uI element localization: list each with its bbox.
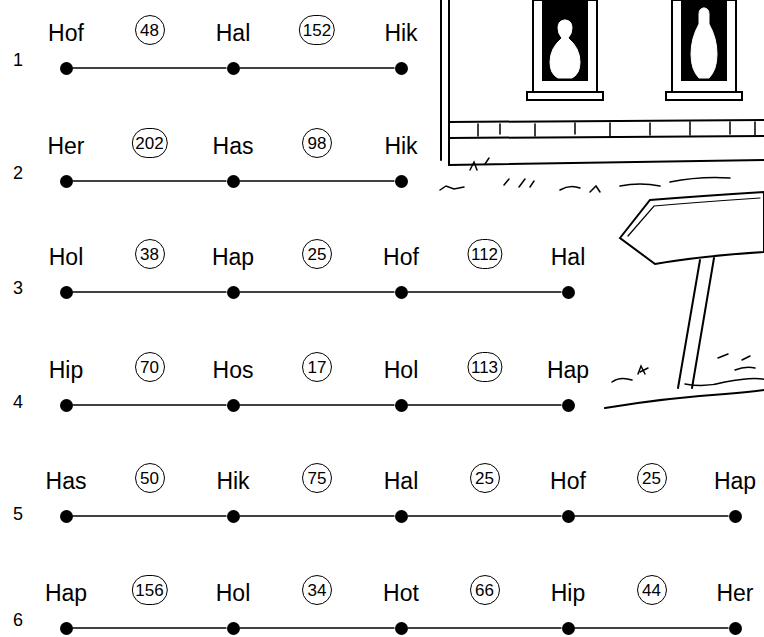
graph-edge bbox=[73, 67, 227, 69]
vertex-name: Hof bbox=[550, 468, 586, 494]
row-number: 4 bbox=[13, 392, 23, 412]
edge-weight: 70 bbox=[135, 352, 165, 382]
graph-vertex: Hos bbox=[227, 399, 240, 412]
vertex-name: Hap bbox=[45, 580, 87, 606]
edge-weight: 48 bbox=[135, 15, 165, 45]
edge-weight: 25 bbox=[470, 463, 500, 493]
row-number: 2 bbox=[13, 163, 23, 183]
graph-edge bbox=[73, 291, 227, 293]
graph-vertex: Has bbox=[227, 175, 240, 188]
edge-weight: 156 bbox=[131, 575, 167, 605]
graph-vertex: Hal bbox=[562, 286, 575, 299]
edge-weight: 66 bbox=[470, 575, 500, 605]
graph-vertex: Hot bbox=[395, 622, 408, 635]
graph-vertex: Her bbox=[60, 175, 73, 188]
signpost bbox=[605, 192, 764, 408]
graph-vertex: Hap bbox=[227, 286, 240, 299]
graph-vertex: Hap bbox=[729, 510, 742, 523]
vertex-name: Hof bbox=[48, 20, 84, 46]
vertex-name: Has bbox=[213, 133, 254, 159]
graph-edge bbox=[408, 404, 562, 406]
vertex-name: Hip bbox=[49, 357, 84, 383]
graph-vertex: Hap bbox=[562, 399, 575, 412]
vertex-name: Hap bbox=[212, 244, 254, 270]
vertex-name: Hal bbox=[384, 468, 419, 494]
graph-vertex: Hik bbox=[395, 62, 408, 75]
graph-vertex: Her bbox=[729, 622, 742, 635]
graph-vertex: Hap bbox=[60, 622, 73, 635]
row-number: 3 bbox=[13, 278, 23, 298]
vertex-name: Hos bbox=[213, 357, 254, 383]
graph-edge bbox=[575, 515, 729, 517]
vertex-name: Hol bbox=[49, 244, 84, 270]
graph-edge bbox=[240, 180, 395, 182]
graph-edge bbox=[408, 515, 562, 517]
vertex-name: Hik bbox=[384, 20, 417, 46]
graph-edge bbox=[240, 627, 395, 629]
edge-weight: 25 bbox=[302, 239, 332, 269]
graph-vertex: Hal bbox=[227, 62, 240, 75]
edge-weight: 113 bbox=[467, 352, 502, 382]
graph-edge bbox=[73, 404, 227, 406]
edge-weight: 75 bbox=[302, 463, 332, 493]
vertex-name: Has bbox=[46, 468, 87, 494]
graph-vertex: Hal bbox=[395, 510, 408, 523]
graph-vertex: Hof bbox=[395, 286, 408, 299]
vertex-name: Hol bbox=[216, 580, 251, 606]
vertex-name: Hap bbox=[714, 468, 756, 494]
graph-vertex: Hik bbox=[227, 510, 240, 523]
edge-weight: 98 bbox=[302, 128, 332, 158]
edge-weight: 34 bbox=[302, 575, 332, 605]
graph-vertex: Hol bbox=[395, 399, 408, 412]
edge-weight: 25 bbox=[637, 463, 667, 493]
graph-edge bbox=[73, 515, 227, 517]
vertex-name: Hof bbox=[383, 244, 419, 270]
vertex-name: Hot bbox=[383, 580, 419, 606]
graph-vertex: Hol bbox=[60, 286, 73, 299]
graph-edge bbox=[575, 627, 729, 629]
edge-weight: 38 bbox=[135, 239, 165, 269]
edge-weight: 17 bbox=[302, 352, 332, 382]
edge-weight: 50 bbox=[135, 463, 165, 493]
graph-edge bbox=[240, 291, 395, 293]
vertex-name: Hal bbox=[551, 244, 586, 270]
row-number: 1 bbox=[13, 50, 23, 70]
graph-edge bbox=[240, 515, 395, 517]
graph-edge bbox=[240, 404, 395, 406]
row-number: 5 bbox=[13, 504, 23, 524]
graph-vertex: Has bbox=[60, 510, 73, 523]
vertex-name: Hik bbox=[216, 468, 249, 494]
edge-weight: 202 bbox=[131, 128, 167, 158]
graph-vertex: Hol bbox=[227, 622, 240, 635]
graph-edge bbox=[240, 67, 395, 69]
vertex-name: Hip bbox=[551, 580, 586, 606]
graph-vertex: Hof bbox=[60, 62, 73, 75]
graph-vertex: Hip bbox=[60, 399, 73, 412]
graph-vertex: Hof bbox=[562, 510, 575, 523]
vertex-name: Hal bbox=[216, 20, 251, 46]
graph-vertex: Hik bbox=[395, 175, 408, 188]
row-number: 6 bbox=[13, 610, 23, 630]
graph-edge bbox=[408, 291, 562, 293]
edge-weight: 112 bbox=[467, 239, 502, 269]
vertex-name: Her bbox=[47, 133, 84, 159]
vertex-name: Her bbox=[716, 580, 753, 606]
graph-vertex: Hip bbox=[562, 622, 575, 635]
vertex-name: Hol bbox=[384, 357, 419, 383]
graph-edge bbox=[408, 627, 562, 629]
graph-edge bbox=[73, 627, 227, 629]
vertex-name: Hap bbox=[547, 357, 589, 383]
house bbox=[440, 0, 764, 192]
vertex-name: Hik bbox=[384, 133, 417, 159]
edge-weight: 44 bbox=[637, 575, 667, 605]
edge-weight: 152 bbox=[299, 15, 335, 45]
graph-edge bbox=[73, 180, 227, 182]
